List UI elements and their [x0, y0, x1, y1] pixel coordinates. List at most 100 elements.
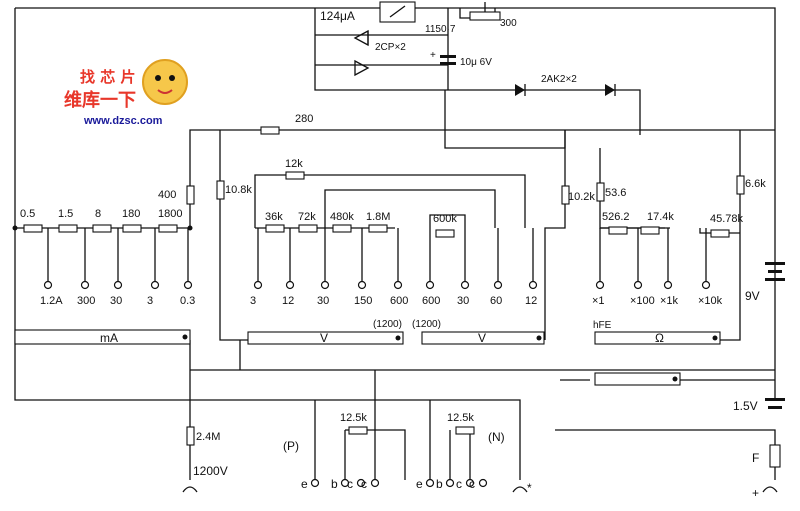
- resistor-label: 0.5: [20, 208, 35, 220]
- range-terminal[interactable]: 30: [110, 228, 122, 307]
- resistor-r-0-5: 0.5: [20, 208, 43, 233]
- range-terminal[interactable]: ×1k: [660, 228, 679, 307]
- resistor-label: 480k: [330, 211, 354, 223]
- bar-label: V: [478, 331, 486, 345]
- resistor-r-53-6: 53.6: [596, 182, 626, 202]
- resistor-r-280: 280: [260, 113, 313, 135]
- terminal-label: 30: [110, 295, 122, 307]
- pot-label: 300: [500, 18, 517, 29]
- resistor-label: 12k: [285, 158, 303, 170]
- socket-sock-n[interactable]: (N): [488, 430, 505, 444]
- resistor-r-180: 180: [122, 208, 142, 233]
- range-terminal[interactable]: ×1: [592, 228, 605, 307]
- resistor-r-480k: 480k: [330, 211, 354, 233]
- pin-label: c: [456, 477, 462, 491]
- resistor-r-1-5: 1.5: [58, 208, 78, 233]
- terminal-label: 1.2A: [40, 295, 63, 307]
- terminal-label: 150: [354, 295, 372, 307]
- watermark-url: www.dzsc.com: [83, 115, 163, 127]
- resistor-r-36k: 36k: [265, 211, 285, 233]
- socket-sock-p[interactable]: (P): [283, 439, 299, 453]
- pin-label: b: [331, 477, 338, 491]
- resistor-label: 10.8k: [225, 184, 252, 196]
- range-terminal[interactable]: 12: [282, 228, 294, 307]
- pin-label: c: [361, 477, 367, 491]
- transistor-pin[interactable]: b: [436, 477, 455, 491]
- range-terminal[interactable]: ×10k: [698, 228, 723, 307]
- resistor-label: 526.2: [602, 211, 630, 223]
- resistor-r-400: 400: [158, 185, 195, 205]
- terminal-label: 12: [525, 295, 537, 307]
- bar-label: V: [320, 331, 328, 345]
- range-terminal[interactable]: 3: [147, 228, 160, 307]
- range-terminal[interactable]: ×100: [630, 228, 655, 307]
- range-bar-bar-dcv[interactable]: V (1200): [247, 319, 404, 345]
- capacitor-10u: + 10μ 6V: [430, 50, 492, 68]
- fuse: F +: [752, 444, 781, 500]
- transistor-pin[interactable]: c: [456, 477, 475, 491]
- resistor-label: 72k: [298, 211, 316, 223]
- range-terminal[interactable]: 30: [317, 228, 329, 307]
- svg-text:+: +: [752, 486, 759, 500]
- resistor-label: 36k: [265, 211, 283, 223]
- bar-note: (1200): [373, 319, 402, 330]
- pin-label: e: [416, 477, 423, 491]
- range-terminal[interactable]: 150: [354, 228, 372, 307]
- resistor-label: 1.8M: [366, 211, 390, 223]
- transistor-pin[interactable]: c: [347, 477, 366, 491]
- battery-9v: 9V: [745, 262, 785, 303]
- bar-note: (1200): [412, 319, 441, 330]
- range-terminal[interactable]: 600: [422, 228, 440, 307]
- range-terminal[interactable]: 60: [490, 228, 502, 307]
- range-terminal[interactable]: 30: [457, 228, 469, 307]
- terminal-label: 3: [250, 295, 256, 307]
- diode-2cp-label: 2CP×2: [375, 42, 406, 53]
- range-bar-bar-ma[interactable]: mA: [14, 329, 191, 345]
- transistor-pin[interactable]: e: [301, 477, 320, 491]
- terminal-label: 0.3: [180, 295, 195, 307]
- range-bar-bar-hfe[interactable]: [594, 372, 681, 386]
- range-terminal[interactable]: 3: [250, 228, 263, 307]
- socket-sock-star[interactable]: *: [512, 481, 532, 495]
- range-bar-bar-acv[interactable]: V (1200): [412, 319, 545, 345]
- bar-label: mA: [100, 331, 118, 345]
- socket-sock-1200[interactable]: 1200V: [182, 464, 228, 493]
- resistor-r-6-6k: 6.6k: [736, 175, 766, 195]
- resistor-label: 12.5k: [340, 412, 367, 424]
- range-terminal[interactable]: 1.2A: [40, 228, 63, 307]
- socket-label: *: [527, 481, 532, 495]
- pin-label: e: [301, 477, 308, 491]
- terminal-label: 300: [77, 295, 95, 307]
- resistor-label: 6.6k: [745, 178, 766, 190]
- terminal-label: 600: [390, 295, 408, 307]
- terminal-label: 3: [147, 295, 153, 307]
- range-terminal[interactable]: 300: [77, 228, 95, 307]
- resistor-r-72k: 72k: [298, 211, 318, 233]
- transistor-pin[interactable]: e: [416, 477, 435, 491]
- svg-text:+: +: [430, 50, 436, 61]
- resistor-r-10-2k: 10.2k: [561, 185, 595, 205]
- pin-label: c: [469, 477, 475, 491]
- range-terminal[interactable]: 12: [525, 228, 537, 307]
- terminal-label: ×10k: [698, 295, 723, 307]
- transistor-pin[interactable]: c: [361, 477, 380, 491]
- watermark-top: 找 芯 片: [80, 68, 135, 86]
- resistor-label: 280: [295, 113, 313, 125]
- pin-label: c: [347, 477, 353, 491]
- socket-label: (N): [488, 430, 505, 444]
- battery-1v5: 1.5V: [733, 398, 785, 413]
- transistor-pin[interactable]: c: [469, 477, 488, 491]
- resistor-label: 600k: [433, 213, 457, 225]
- resistor-label: 2.4M: [196, 431, 220, 443]
- cap-label: 10μ 6V: [460, 57, 492, 68]
- range-terminal[interactable]: 0.3: [180, 228, 195, 307]
- transistor-pin[interactable]: b: [331, 477, 350, 491]
- range-terminal[interactable]: 600: [390, 228, 408, 307]
- resistor-label: 53.6: [605, 187, 626, 199]
